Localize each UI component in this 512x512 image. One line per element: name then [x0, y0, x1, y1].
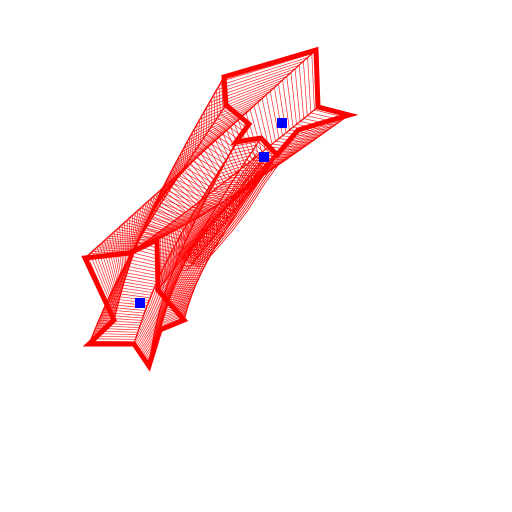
inner-mesh-ring — [247, 167, 263, 186]
inner-mesh-ring — [219, 204, 234, 223]
inner-mesh-ring — [187, 244, 202, 263]
inner-mesh-line — [178, 154, 259, 257]
mesh-ring — [197, 87, 315, 187]
mesh-ring — [189, 98, 304, 197]
inner-mesh-ring — [209, 216, 225, 235]
inner-mesh-ring — [215, 208, 231, 227]
inner-mesh-ring — [235, 183, 250, 202]
inner-mesh-ring — [228, 191, 244, 210]
inner-mesh-ring — [238, 179, 253, 198]
mesh-ring — [186, 101, 300, 200]
inner-mesh-line — [197, 165, 278, 269]
inner-mesh-ring — [196, 232, 212, 251]
inner-mesh-ring — [193, 236, 209, 255]
mesh-ring — [147, 156, 249, 257]
star-cross-sections — [81, 46, 359, 372]
control-point-marker — [135, 298, 145, 308]
inner-mesh-ring — [241, 175, 257, 194]
inner-mesh-line — [176, 153, 258, 256]
control-point-marker — [277, 118, 287, 128]
inner-mesh-ring — [251, 163, 266, 182]
control-points — [135, 118, 287, 308]
inner-mesh-line — [194, 163, 275, 267]
inner-mesh-ring — [225, 195, 241, 214]
control-point-marker — [259, 152, 269, 162]
inner-mesh-line — [195, 164, 277, 268]
inner-mesh-ring — [244, 171, 260, 190]
mesh-ring — [163, 133, 270, 232]
mesh-ring — [200, 83, 318, 184]
inner-mesh-ring — [212, 212, 228, 231]
inner-mesh-ring — [180, 252, 196, 272]
bottom-star-outline — [81, 236, 189, 372]
inner-mesh-ring — [206, 220, 221, 239]
inner-core-mesh — [176, 150, 278, 272]
mesh-ring — [221, 53, 347, 159]
mesh-ring — [181, 108, 294, 206]
inner-mesh-ring — [203, 224, 218, 243]
inner-mesh-ring — [199, 228, 215, 247]
inner-mesh-ring — [190, 240, 205, 259]
inner-mesh-ring — [231, 187, 247, 206]
top-star-outline — [221, 46, 359, 159]
inner-mesh-ring — [222, 199, 237, 218]
inner-mesh-line — [192, 162, 274, 266]
mesh-ring — [145, 159, 246, 260]
swept-star-tube-mesh — [84, 49, 351, 367]
inner-mesh-line — [186, 158, 267, 262]
inner-mesh-ring — [183, 248, 199, 267]
